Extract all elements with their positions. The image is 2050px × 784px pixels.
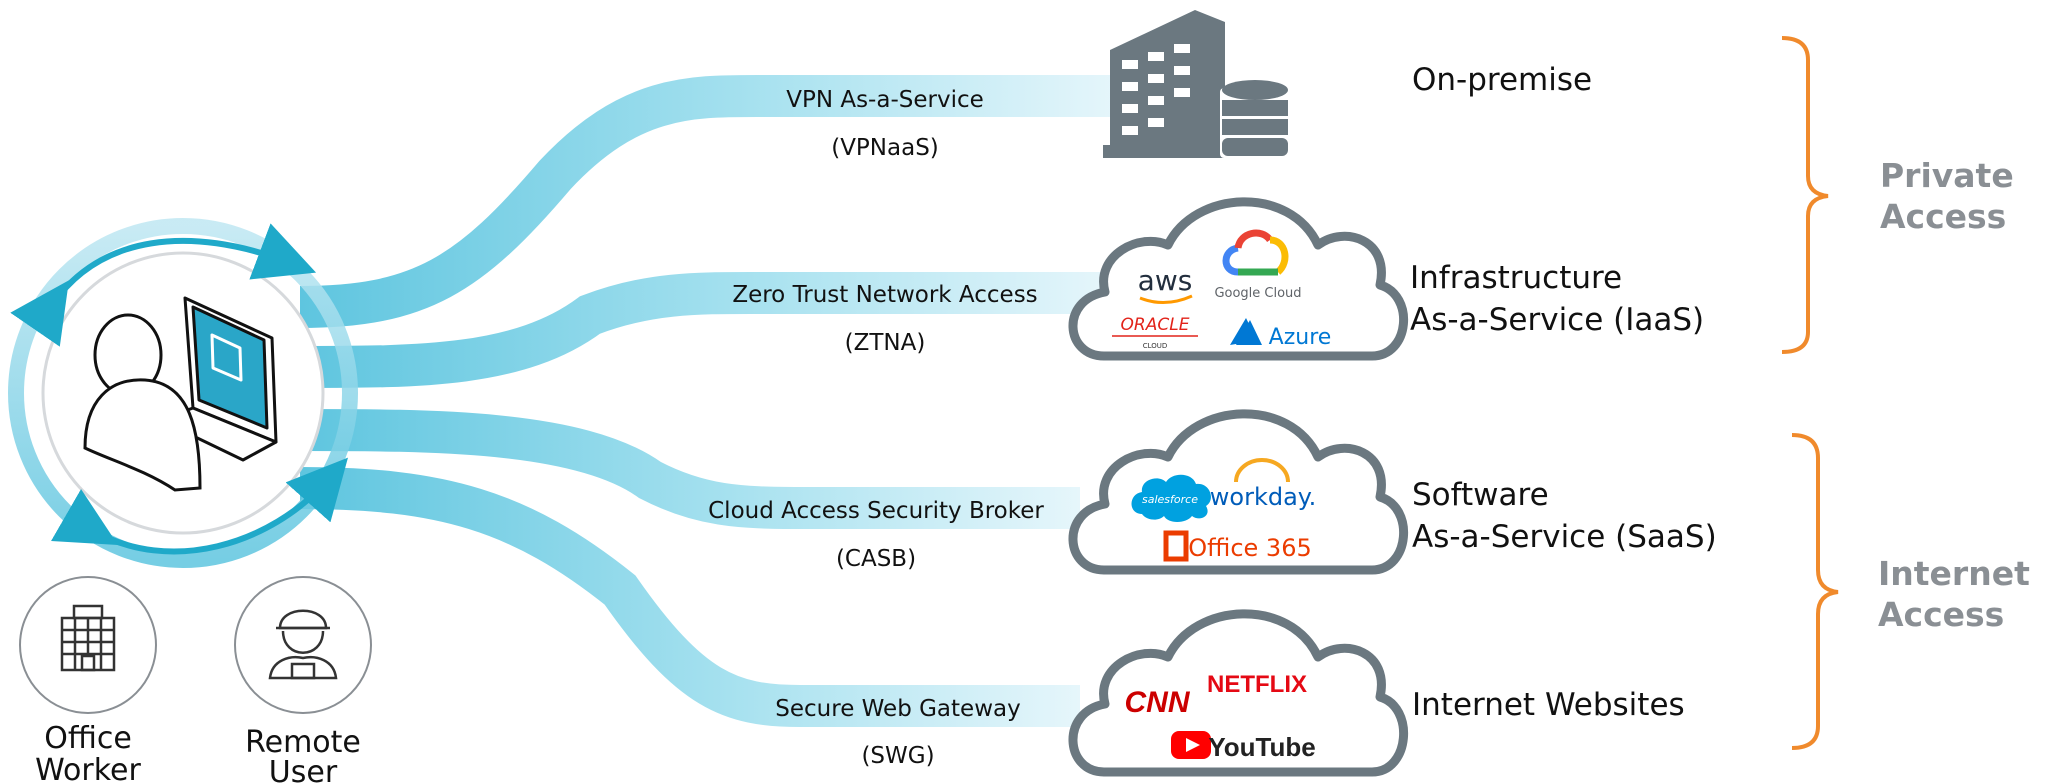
laptop-icon bbox=[158, 296, 278, 462]
cloud-saas bbox=[1068, 409, 1408, 575]
brackets bbox=[1781, 36, 1839, 750]
saas-logos: salesforce workday. Office 365 bbox=[1131, 458, 1316, 562]
internet-access-bracket bbox=[1791, 433, 1839, 750]
group-private-line1: Private bbox=[1880, 156, 2014, 195]
flow-abbr-casb: (CASB) bbox=[836, 546, 916, 572]
azure-icon bbox=[1230, 318, 1262, 345]
cnn-logo: CNN bbox=[1125, 686, 1191, 719]
flow-label-ztna: Zero Trust Network Access bbox=[732, 282, 1037, 308]
group-internet-line1: Internet bbox=[1878, 554, 2030, 593]
group-labels: Private Access Internet Access bbox=[1878, 156, 2030, 634]
youtube-logo: YouTube bbox=[1208, 732, 1315, 762]
group-private-line2: Access bbox=[1880, 197, 2006, 236]
persona-remote-line1: Remote bbox=[245, 725, 361, 760]
dest-saas-line1: Software bbox=[1412, 477, 1549, 513]
private-access-bracket bbox=[1781, 36, 1829, 354]
refresh-arrow-bottom bbox=[51, 457, 348, 555]
persona-remote-user: Remote User bbox=[234, 576, 372, 784]
user-laptop-hub bbox=[8, 218, 358, 568]
dest-iaas-line2: As-a-Service (IaaS) bbox=[1410, 302, 1704, 338]
iaas-logos: aws Google Cloud ORACLE CLOUD Azure bbox=[1112, 229, 1332, 350]
google-cloud-icon bbox=[1222, 229, 1289, 276]
flow-abbr-ztna: (ZTNA) bbox=[845, 330, 926, 356]
flow-label-vpnaas: VPN As-a-Service bbox=[786, 87, 984, 113]
workday-logo: workday. bbox=[1210, 483, 1316, 511]
refresh-arrow-top bbox=[10, 223, 317, 347]
persona-office-worker: Office Worker bbox=[19, 576, 157, 784]
ribbon-ztna bbox=[299, 271, 1110, 388]
person-icon bbox=[83, 313, 202, 492]
persona-office-line1: Office bbox=[44, 721, 132, 756]
web-logos: CNN NETFLIX YouTube bbox=[1125, 671, 1316, 762]
office365-icon bbox=[1163, 530, 1189, 562]
ribbon-vpnaas bbox=[299, 74, 1120, 328]
salesforce-logo: salesforce bbox=[1142, 493, 1198, 506]
ribbon-casb bbox=[299, 409, 1080, 529]
cloud-web bbox=[1068, 609, 1408, 777]
ribbon-swg bbox=[299, 467, 1080, 727]
dest-iaas-line1: Infrastructure bbox=[1410, 260, 1622, 296]
office365-logo: Office 365 bbox=[1188, 534, 1312, 562]
salesforce-cloud-icon bbox=[1131, 474, 1211, 522]
flow-ribbons bbox=[299, 74, 1120, 727]
dest-web: Internet Websites bbox=[1412, 687, 1685, 723]
office-building-icon bbox=[60, 604, 116, 672]
google-cloud-logo: Google Cloud bbox=[1214, 286, 1301, 301]
workday-arc-icon bbox=[1234, 458, 1290, 483]
oracle-cloud-sublogo: CLOUD bbox=[1143, 342, 1168, 350]
azure-logo: Azure bbox=[1269, 325, 1332, 350]
dest-saas-line2: As-a-Service (SaaS) bbox=[1412, 519, 1717, 555]
persona-office-line2: Worker bbox=[35, 753, 141, 784]
flow-label-casb: Cloud Access Security Broker bbox=[708, 498, 1044, 524]
aws-logo: aws bbox=[1138, 264, 1193, 297]
flow-abbr-vpnaas: (VPNaaS) bbox=[831, 135, 939, 161]
hard-hat-worker-icon bbox=[268, 609, 338, 680]
group-internet-line2: Access bbox=[1878, 595, 2004, 634]
building-database-icon bbox=[1103, 10, 1290, 158]
netflix-logo: NETFLIX bbox=[1207, 671, 1307, 698]
destination-labels: On-premise Infrastructure As-a-Service (… bbox=[1410, 62, 1717, 723]
flow-label-swg: Secure Web Gateway bbox=[775, 696, 1020, 722]
dest-onpremise: On-premise bbox=[1412, 62, 1592, 98]
oracle-logo: ORACLE bbox=[1121, 315, 1190, 335]
persona-remote-line2: User bbox=[269, 755, 338, 784]
aws-smile-icon bbox=[1139, 294, 1193, 304]
cloud-iaas bbox=[1068, 197, 1408, 361]
flow-labels: VPN As-a-Service (VPNaaS) Zero Trust Net… bbox=[708, 87, 1044, 769]
flow-abbr-swg: (SWG) bbox=[861, 743, 934, 769]
